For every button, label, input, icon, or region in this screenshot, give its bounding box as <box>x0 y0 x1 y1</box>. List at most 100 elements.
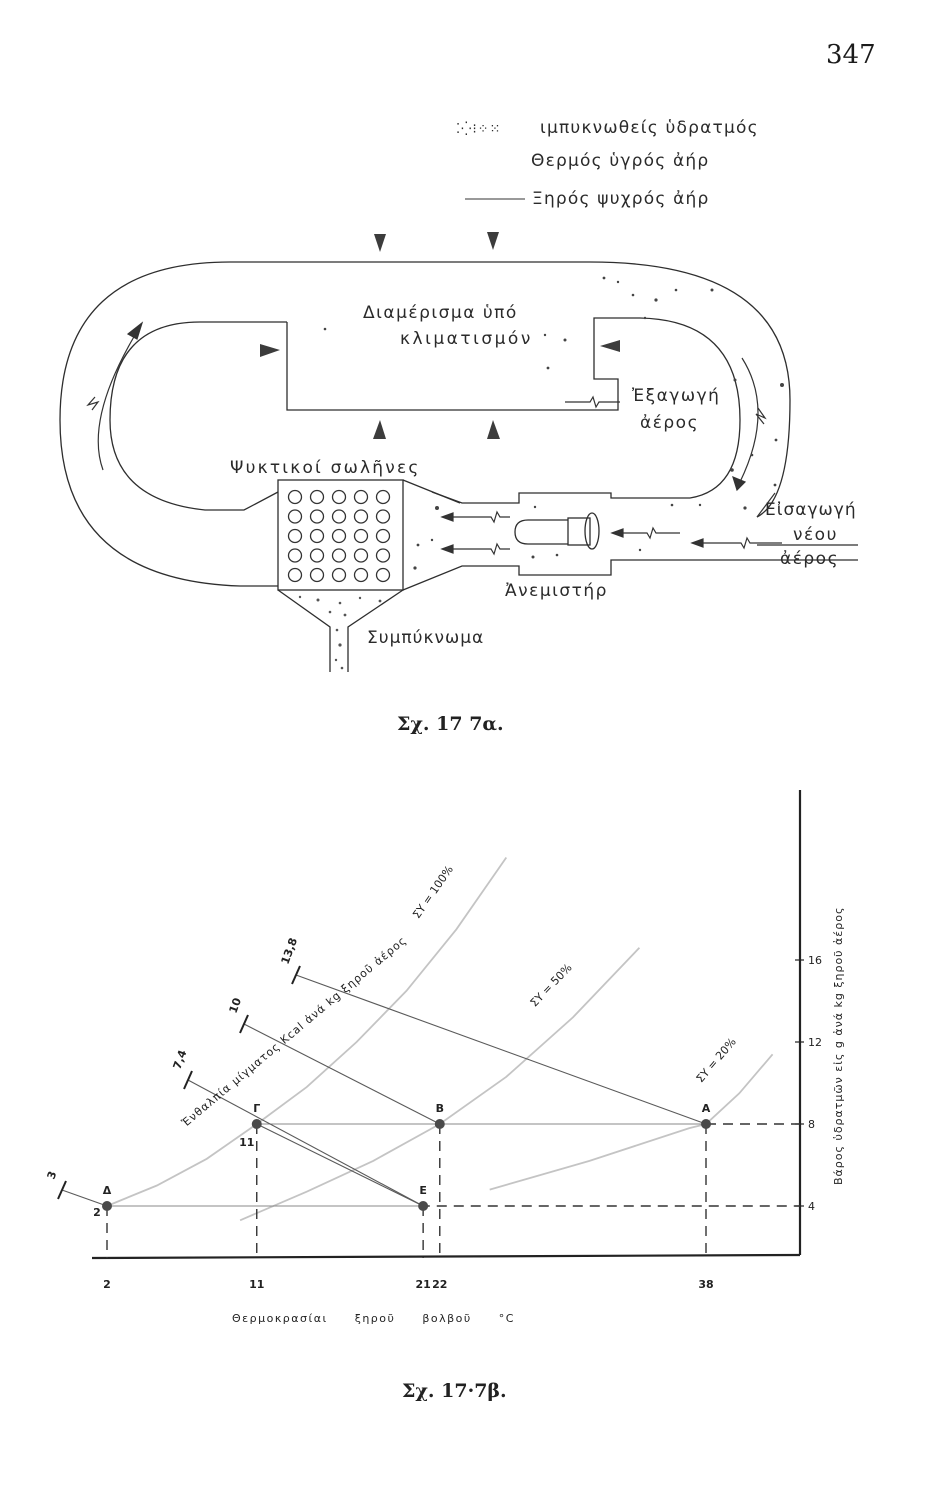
coil-tube <box>375 528 391 544</box>
coils-label: Ψυκτικοί σωλῆνες <box>230 458 421 478</box>
rh-curve <box>489 1053 774 1191</box>
x-tick-label: 21 <box>415 1278 430 1291</box>
coil-tube <box>287 548 303 563</box>
intake-label-line3: ἀέρος <box>780 549 839 569</box>
enthalpy-value-label: 10 <box>227 996 245 1015</box>
state-point-Δ <box>102 1201 112 1211</box>
coil-tube <box>331 548 347 563</box>
enthalpy-tick <box>183 1070 193 1090</box>
diffuser-left <box>260 344 280 357</box>
cooling-coil-box <box>277 479 404 591</box>
x-tick-label: 38 <box>698 1278 713 1291</box>
state-point-annotation: 2 <box>93 1206 101 1219</box>
figure-a-diagram: ⁚⁛⁝⁘⁙ ιμπυκνωθείς ὑδρατμός Θερμός ὑγρός … <box>59 118 858 735</box>
state-point-Γ <box>251 1119 262 1129</box>
rh-curve-label: ΣΥ = 100% <box>410 863 456 921</box>
air-diffusers <box>260 232 620 439</box>
x-tick-label: 22 <box>432 1278 447 1291</box>
y-tick-label: 12 <box>808 1036 822 1049</box>
coil-tube <box>375 567 391 583</box>
enthalpy-line <box>61 1189 108 1207</box>
state-point-annotation: 11 <box>239 1136 254 1149</box>
enthalpy-line <box>187 1079 424 1207</box>
coil-tube <box>287 489 303 505</box>
coil-tube <box>375 489 391 505</box>
y-tick-label: 16 <box>808 954 822 967</box>
coil-tube <box>353 548 369 563</box>
flow-arrows <box>86 321 782 556</box>
rh-curve <box>106 856 508 1207</box>
coil-tube <box>353 509 369 524</box>
coil-tube <box>331 567 347 583</box>
enthalpy-value-label: 3 <box>45 1169 60 1181</box>
intake-leader <box>756 492 776 518</box>
rh-curve-label: ΣΥ = 20% <box>694 1035 739 1085</box>
diffuser-bottom-left <box>373 420 386 439</box>
coil-tube <box>309 489 325 505</box>
state-point-Β <box>434 1119 445 1129</box>
coil-tube <box>353 528 369 544</box>
intake-label-line1: Εἰσαγωγή <box>765 500 857 520</box>
coil-tube <box>309 548 325 563</box>
condensate-speckle <box>298 595 382 670</box>
svg-text:⁚⁛⁝⁘⁙: ⁚⁛⁝⁘⁙ <box>456 122 501 137</box>
figure-a-caption: Σχ. 17 7α. <box>397 713 504 735</box>
x-axis-label: Θερμοκρασίαι ξηροῦ βολβοῦ °C <box>232 1312 515 1325</box>
diffuser-top-right <box>487 232 499 250</box>
coil-tube <box>353 489 369 505</box>
coil-tube <box>375 509 391 524</box>
coil-tube <box>331 528 347 544</box>
room-label-line2: κλιματισμόν <box>400 329 533 349</box>
enthalpy-tick <box>291 965 301 985</box>
state-point-label: Ε <box>419 1184 427 1197</box>
coil-tube <box>309 528 325 544</box>
page-number: 347 <box>826 40 876 70</box>
enthalpy-tick <box>239 1014 249 1034</box>
state-point-label: Β <box>436 1102 444 1115</box>
coil-tube <box>287 528 303 544</box>
coil-tube <box>375 548 391 563</box>
room-box <box>286 317 741 504</box>
state-point-Α <box>701 1119 711 1129</box>
enthalpy-axis-label: Ἐνθαλπία μίγματος Kcal ἀνά kg ξηροῦ ἀέρο… <box>180 934 410 1130</box>
condensate-label: Συμπύκνωμα <box>367 628 484 648</box>
legend: ⁚⁛⁝⁘⁙ ιμπυκνωθείς ὑδρατμός Θερμός ὑγρός … <box>456 118 758 209</box>
coil-tube <box>331 509 347 524</box>
state-point-label: Δ <box>103 1184 112 1197</box>
inner-duct-wall <box>109 321 287 511</box>
y-axis-label: Βάρος ὑδρατμῶν εἰς g ἀνά kg ξηροῦ ἀέρος <box>832 907 845 1185</box>
coil-tube <box>309 567 325 583</box>
fan-icon <box>514 512 600 550</box>
room-label-line1: Διαμέρισμα ὑπό <box>363 303 518 323</box>
enthalpy-value-label: 13,8 <box>279 936 300 966</box>
process-line <box>256 1123 424 1207</box>
fan-label: Ἀνεμιστήρ <box>505 581 608 601</box>
enthalpy-line <box>295 974 707 1125</box>
diffuser-bottom-right <box>487 420 500 439</box>
exhaust-label-line1: Ἐξαγωγή <box>632 386 720 406</box>
condensate-hopper <box>277 589 404 672</box>
x-tick-label: 11 <box>249 1278 264 1291</box>
outer-duct-wall <box>59 261 791 587</box>
coil-tube <box>331 489 347 505</box>
legend-warm-humid-air: Θερμός ὑγρός ἀήρ <box>531 151 709 171</box>
x-axis-line <box>91 1253 801 1260</box>
coil-tube <box>287 567 303 583</box>
enthalpy-line <box>243 1023 441 1125</box>
coil-tube <box>309 509 325 524</box>
state-point-label: Α <box>702 1102 711 1115</box>
figure-b-caption: Σχ. 17·7β. <box>402 1380 507 1402</box>
enthalpy-tick <box>57 1180 67 1200</box>
legend-dotted-swatch: ⁚⁛⁝⁘⁙ <box>456 122 501 137</box>
diffuser-top-left <box>374 234 386 252</box>
rh-curve-label: ΣΥ = 50% <box>528 961 575 1009</box>
diffuser-right <box>600 340 620 352</box>
state-point-Ε <box>418 1201 429 1211</box>
state-point-label: Γ <box>253 1102 260 1115</box>
x-tick-label: 2 <box>103 1278 111 1291</box>
enthalpy-value-label: 7,4 <box>171 1048 190 1071</box>
intake-label-line2: νέου <box>793 525 838 545</box>
coil-tube-grid <box>287 489 391 583</box>
